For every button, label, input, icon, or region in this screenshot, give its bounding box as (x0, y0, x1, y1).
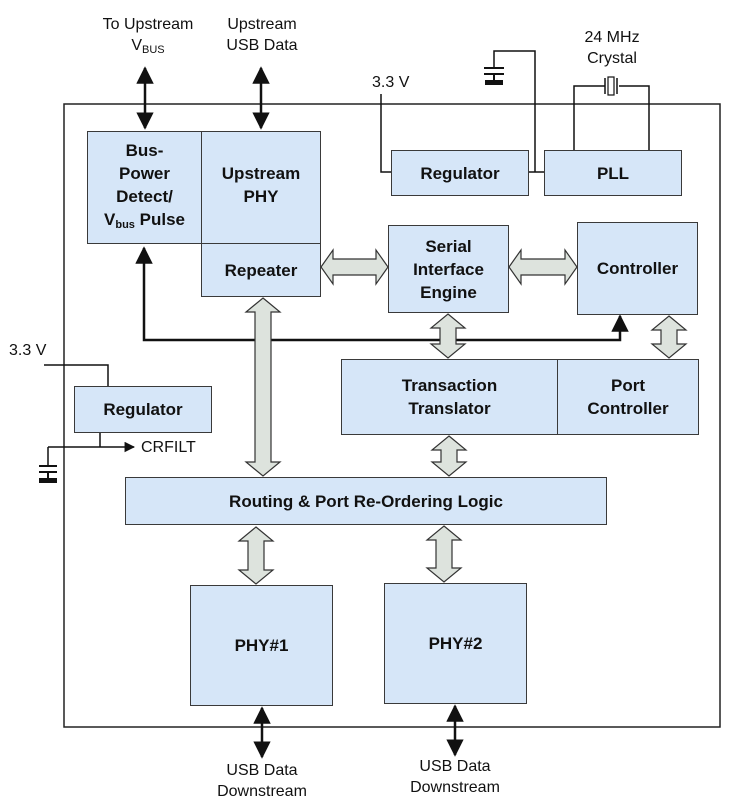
bus-power-label-3: Detect/ (116, 186, 173, 206)
bus-power-v: V (104, 209, 116, 229)
downstream2-label: USB Data Downstream (400, 756, 510, 798)
upstream-phy-block: Upstream PHY (201, 131, 321, 244)
bus-power-label-1: Bus- (125, 140, 164, 160)
supply-left-label: 3.3 V (9, 340, 46, 361)
pll-label: PLL (596, 163, 630, 183)
capacitor-top-icon (484, 67, 504, 85)
tt-label-2: Translator (408, 399, 491, 418)
bus-arrow-routing-phy2 (425, 525, 463, 583)
crystal-text-1: 24 MHz (584, 29, 640, 46)
downstream2-text-1: USB Data (419, 758, 491, 775)
controller-block: Controller (577, 222, 698, 315)
crfilt-text: CRFILT (141, 439, 196, 456)
capacitor-left-icon (39, 465, 57, 483)
port-controller-label-1: Port (610, 376, 645, 395)
bus-arrow-routing-phy1 (237, 526, 275, 585)
routing-logic-block: Routing & Port Re-Ordering Logic (125, 477, 607, 525)
downstream1-text-2: Downstream (217, 783, 307, 800)
controller-label: Controller (596, 259, 679, 278)
upstream-data-label: Upstream USB Data (212, 14, 312, 56)
phy2-block: PHY#2 (384, 583, 527, 704)
routing-label: Routing & Port Re-Ordering Logic (229, 491, 503, 511)
bus-arrow-sie-controller (508, 248, 578, 286)
downstream1-text-1: USB Data (226, 762, 298, 779)
bus-arrow-repeater-sie (320, 248, 389, 286)
bus-arrow-controller-portctrl (650, 315, 688, 359)
upstream-vbus-sub: BUS (142, 44, 165, 56)
regulator-left-block: Regulator (74, 386, 212, 433)
upstream-phy-label-1: Upstream (221, 164, 301, 183)
serial-interface-engine-block: Serial Interface Engine (388, 225, 509, 313)
downstream2-text-2: Downstream (410, 779, 500, 796)
regulator-top-block: Regulator (391, 150, 529, 196)
upstream-vbus-text: To Upstream (102, 16, 194, 33)
port-controller-block: Port Controller (557, 359, 699, 435)
crfilt-label: CRFILT (141, 437, 196, 458)
bus-power-detect-block: Bus- Power Detect/ Vbus Pulse (87, 131, 202, 244)
supply-top-wire (380, 94, 391, 173)
regulator-left-label: Regulator (103, 400, 183, 419)
upstream-data-text-2: USB Data (226, 37, 298, 54)
crystal-icon (604, 76, 618, 96)
upstream-data-text-1: Upstream (227, 16, 297, 33)
supply-top-label: 3.3 V (372, 72, 409, 93)
cap-top-wire (493, 50, 536, 172)
supply-top-text: 3.3 V (372, 74, 410, 91)
sie-label-1: Serial (425, 236, 472, 256)
bus-power-label-2: Power (118, 163, 171, 183)
crystal-wire (573, 85, 605, 150)
bus-power-label-4: Pulse (134, 209, 185, 229)
sie-label-2: Interface (413, 259, 484, 279)
transaction-translator-block: Transaction Translator (341, 359, 558, 435)
upstream-vbus-v: V (131, 37, 143, 54)
control-line (135, 246, 629, 342)
tt-label-1: Transaction (401, 376, 498, 395)
crystal-label: 24 MHz Crystal (562, 27, 662, 69)
downstream1-label: USB Data Downstream (207, 760, 317, 802)
upstream-vbus-label: To Upstream VBUS (88, 14, 208, 61)
phy1-label: PHY#1 (234, 636, 289, 655)
bus-arrow-sie-tt (429, 313, 467, 359)
phy1-block: PHY#1 (190, 585, 333, 706)
phy2-label: PHY#2 (428, 634, 483, 653)
upstream-phy-label-2: PHY (243, 187, 279, 206)
repeater-block: Repeater (201, 243, 321, 297)
bus-arrow-tt-routing (430, 435, 468, 477)
bus-power-sub: bus (115, 218, 135, 231)
crystal-text-2: Crystal (587, 50, 637, 67)
bus-arrow-repeater-routing (244, 297, 282, 477)
pll-block: PLL (544, 150, 682, 196)
chip-boundary (63, 103, 721, 728)
regulator-top-label: Regulator (420, 163, 500, 183)
supply-left-text: 3.3 V (9, 342, 47, 359)
sie-label-3: Engine (420, 282, 477, 302)
crystal-wire-right (619, 85, 650, 150)
repeater-label: Repeater (224, 260, 298, 280)
port-controller-label-2: Controller (587, 399, 669, 418)
supply-left-wire (44, 364, 109, 386)
